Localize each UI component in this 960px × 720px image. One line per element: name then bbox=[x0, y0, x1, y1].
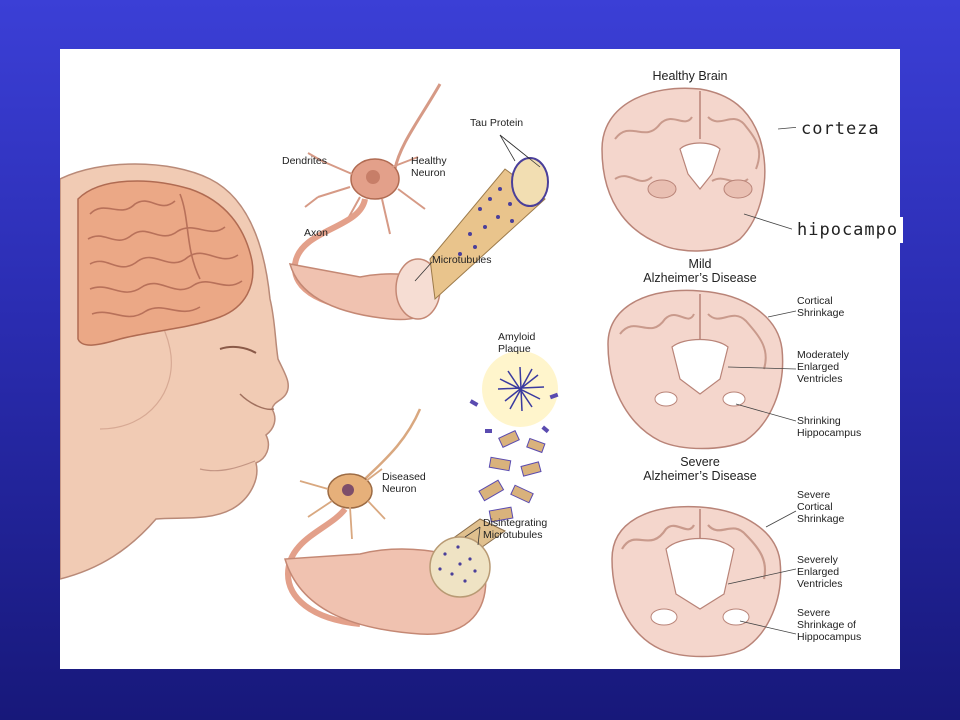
callout-hipocampo: hipocampo bbox=[792, 217, 904, 243]
label-tau-protein: Tau Protein bbox=[470, 117, 524, 129]
callout-corteza: corteza bbox=[796, 116, 885, 142]
note-cortical-shrinkage: Cortical Shrinkage bbox=[797, 295, 845, 319]
stage-title-healthy: Healthy Brain bbox=[652, 69, 728, 83]
label-disintegrating-microtubules: Disintegrating Microtubules bbox=[483, 517, 548, 541]
stage-title-severe: Severe Alzheimer’s Disease bbox=[643, 455, 757, 483]
illustration-panel: Dendrites Healthy Neuron Tau Protein Axo… bbox=[60, 49, 900, 669]
healthy-neuron bbox=[288, 83, 442, 321]
label-axon: Axon bbox=[304, 227, 328, 239]
brain-section-severe bbox=[611, 505, 797, 658]
label-healthy-neuron: Healthy Neuron bbox=[411, 155, 447, 179]
label-microtubules: Microtubules bbox=[432, 254, 492, 266]
note-severe-hippocampus-shrinkage: Severe Shrinkage of Hippocampus bbox=[797, 607, 862, 643]
note-severe-cortical-shrinkage: Severe Cortical Shrinkage bbox=[797, 489, 845, 525]
label-dendrites: Dendrites bbox=[282, 155, 327, 167]
brain-section-mild bbox=[607, 289, 797, 450]
note-enlarged-ventricles: Moderately Enlarged Ventricles bbox=[797, 349, 849, 385]
tau-microtubule-column bbox=[414, 134, 549, 301]
note-shrinking-hippocampus: Shrinking Hippocampus bbox=[797, 415, 862, 439]
diseased-neuron bbox=[284, 408, 491, 635]
exposed-brain bbox=[77, 180, 254, 346]
stage-title-mild: Mild Alzheimer’s Disease bbox=[643, 257, 757, 285]
amyloid-plaque bbox=[469, 351, 559, 434]
label-amyloid-plaque: Amyloid Plaque bbox=[498, 331, 536, 355]
label-diseased-neuron: Diseased Neuron bbox=[382, 471, 426, 495]
alzheimers-illustration bbox=[60, 83, 801, 658]
brain-section-healthy bbox=[601, 87, 801, 252]
note-severely-enlarged-ventricles: Severely Enlarged Ventricles bbox=[797, 554, 843, 590]
